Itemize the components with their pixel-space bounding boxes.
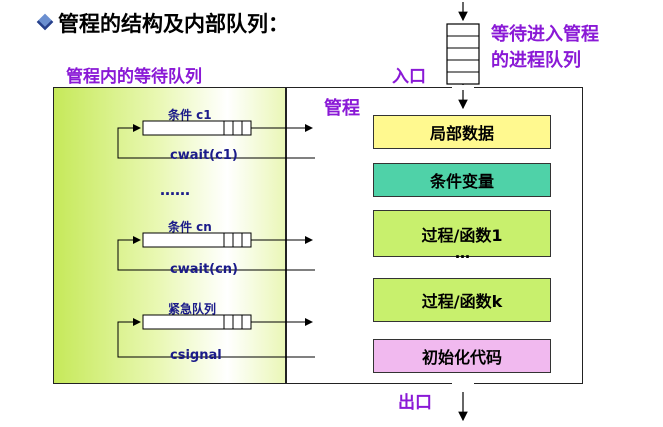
cwait-cn-label: cwait(cn) bbox=[170, 262, 239, 277]
entry-queue bbox=[446, 2, 480, 110]
init-code-box: 初始化代码 bbox=[373, 339, 551, 373]
left-panel-label: 管程内的等待队列 bbox=[66, 67, 202, 87]
monitor-label: 管程 bbox=[324, 98, 360, 119]
waiting-queue-label: 等待进入管程 的进程队列 bbox=[491, 22, 599, 74]
condition-variables-box: 条件变量 bbox=[373, 163, 551, 197]
local-data-box: 局部数据 bbox=[373, 115, 551, 149]
queue-ellipsis: …… bbox=[160, 181, 190, 199]
exit-label: 出口 bbox=[398, 393, 432, 413]
title-text: 管程的结构及内部队列： bbox=[58, 12, 289, 36]
condition-queue-cn bbox=[117, 232, 315, 271]
queue-label-cn: 条件 cn bbox=[168, 220, 212, 234]
waiting-queue-label-line1: 等待进入管程 bbox=[491, 24, 599, 45]
csignal-label: csignal bbox=[170, 348, 222, 363]
queue-label-c1: 条件 c1 bbox=[168, 108, 212, 122]
procedures-ellipsis: … bbox=[455, 244, 470, 262]
urgent-queue bbox=[117, 314, 315, 358]
entry-label: 入口 bbox=[392, 67, 426, 87]
procedure-1-box: 过程/函数1 bbox=[373, 210, 551, 257]
procedure-k-box: 过程/函数k bbox=[373, 278, 551, 322]
queue-label-urgent: 紧急队列 bbox=[168, 302, 217, 316]
waiting-queue-label-line2: 的进程队列 bbox=[491, 50, 581, 71]
cwait-c1-label: cwait(c1) bbox=[170, 148, 238, 163]
slide-title: 管程的结构及内部队列： bbox=[36, 8, 289, 38]
condition-queue-c1 bbox=[117, 120, 315, 159]
